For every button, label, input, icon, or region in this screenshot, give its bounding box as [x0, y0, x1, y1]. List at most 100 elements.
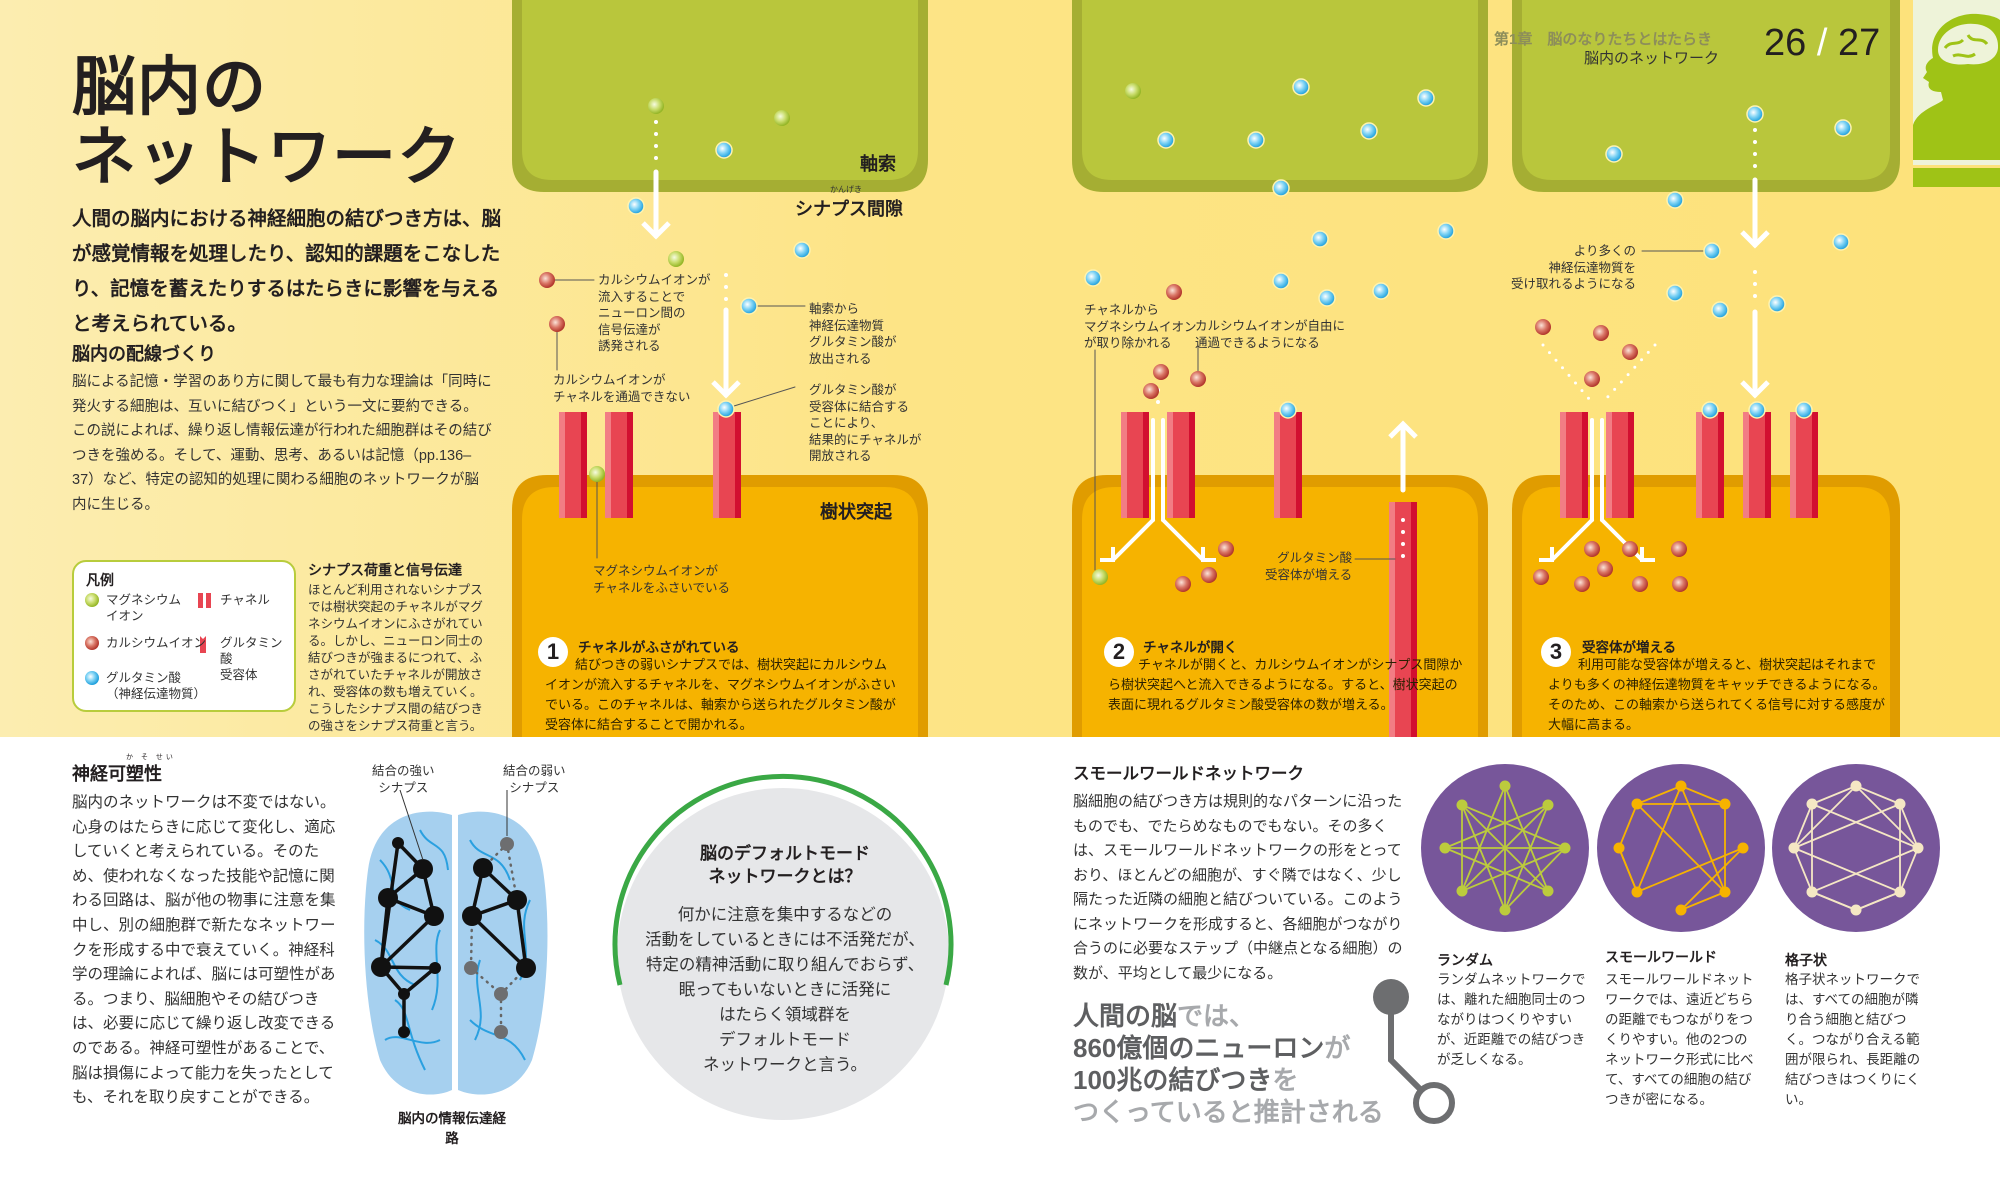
lattice-network-edge	[1855, 785, 1919, 849]
stat-neurons: 860億個のニューロン	[1073, 1033, 1325, 1063]
connector-line	[1388, 1010, 1428, 1097]
page-separator: /	[1816, 22, 1828, 64]
channel-highlight	[1743, 412, 1749, 518]
axon-fill	[522, 0, 918, 180]
arrow-line	[1111, 518, 1155, 562]
strong-synapse-node	[378, 888, 398, 908]
calcium-ion-icon	[1671, 541, 1687, 557]
dmn-title: 脳のデフォルトモード ネットワークとは？	[700, 844, 870, 886]
wiring-body: 脳による記憶・学習のあり方に関して最も有力な理論は「同時に発火する細胞は、互いに…	[72, 374, 492, 513]
glutamate-ion-icon	[1746, 105, 1764, 123]
label-calcium-flow: カルシウムイオンが 流入することで ニューロン間の 信号伝達が 誘発される	[598, 273, 711, 353]
smallworld-heading: スモールワールドネットワーク	[1073, 765, 1304, 783]
smallworld-network-edge	[1636, 785, 1682, 893]
strong-connection	[386, 867, 425, 900]
weak-synapse-node	[516, 958, 536, 978]
leader-line	[733, 386, 796, 407]
calcium-ion-icon	[1597, 561, 1613, 577]
network-lattice-title: 格子状	[1785, 952, 1827, 968]
smallworld-network-edge	[1680, 785, 1726, 893]
channel-icon	[1167, 412, 1195, 518]
strong-connection	[379, 842, 400, 968]
lattice-network-edge	[1811, 891, 1857, 911]
arrow-head	[641, 221, 671, 240]
strong-connection	[471, 898, 518, 918]
smallworld-network-circle	[1597, 764, 1765, 932]
strong-connection	[379, 897, 390, 968]
weak-synapse-label: 結合の弱い シナプス	[503, 764, 566, 795]
arrow-line	[1161, 518, 1205, 562]
calcium-ion-icon	[1143, 383, 1159, 399]
channel-icon	[1560, 412, 1588, 518]
smallworld-network-edge	[1618, 803, 1638, 849]
magnesium-ion-icon	[85, 593, 99, 607]
weak-connection	[469, 914, 474, 970]
page-right: 27	[1837, 22, 1881, 64]
lattice-network-circle	[1772, 764, 1940, 932]
label-glutamate-bind: グルタミン酸が 受容体に結合する ことにより、 結果的にチャネルが 開放される	[809, 383, 922, 463]
lattice-network-edge	[1855, 891, 1901, 911]
step-3-number: 3	[1541, 637, 1571, 667]
random-network-edge	[1504, 785, 1549, 892]
label-magnesium-block: マグネシウムイオンが チャネルをふさいでいる	[593, 564, 731, 595]
calcium-ion-icon	[1535, 319, 1551, 335]
smallworld-network-node	[1613, 842, 1625, 854]
network-smallworld-body: スモールワールドネットワークでは、遠近どちらの距離でもつながりをつくりやすい。他…	[1605, 972, 1754, 1107]
arrow-line	[1550, 518, 1594, 562]
glutamate-receptor-icon	[1790, 412, 1818, 518]
lattice-network-node	[1806, 886, 1818, 898]
glutamate-receptor-icon	[1696, 412, 1724, 518]
lattice-network-node	[1850, 904, 1862, 916]
cleft-ruby: かんげき	[830, 185, 862, 194]
weak-synapse-node	[494, 987, 508, 1001]
channel-body	[713, 412, 741, 518]
lattice-network-node	[1850, 780, 1862, 792]
glutamate-ion-icon	[627, 197, 645, 215]
page-title: 脳内の ネットワーク	[72, 51, 462, 193]
smallworld-network-node	[1675, 904, 1687, 916]
magnesium-ion-icon	[774, 110, 790, 126]
dendrite-fill	[1522, 487, 1890, 737]
plasticity-body: 脳内のネットワークは不変ではない。心身のはたらきに応じて変化し、適応していくと考…	[72, 794, 336, 1107]
axon-fill	[1082, 0, 1478, 180]
glutamate-ion-icon	[1360, 122, 1378, 140]
calcium-ion-icon	[1622, 344, 1638, 360]
channel-shade	[1143, 412, 1149, 518]
channel-shade	[627, 412, 633, 518]
lattice-network-node	[1806, 798, 1818, 810]
page-left: 26	[1764, 22, 1807, 64]
random-network-node	[1499, 780, 1511, 792]
strong-connection	[481, 866, 519, 902]
channel-body	[1274, 412, 1302, 518]
synaptic-weight-body: ほとんど利用されないシナプスでは樹状突起のチャネルがマグネシウムイオンにふさがれ…	[308, 583, 484, 733]
stat-part: 人間の脳	[1073, 1001, 1178, 1031]
channel-shade	[1189, 412, 1195, 518]
magnesium-ion-icon	[589, 466, 605, 482]
weak-synapse-node	[462, 906, 482, 926]
label-magnesium-removed: チャネルから マグネシウムイオン が取り除かれる	[1084, 303, 1197, 350]
synaptic-cleft-label: シナプス間隙	[795, 199, 903, 219]
glutamate-ion-icon	[1834, 119, 1852, 137]
step-2-number: 2	[1104, 637, 1134, 667]
channel-body	[1743, 412, 1771, 518]
label-calcium-free: カルシウムイオンが自由に 通過できるようになる	[1195, 319, 1346, 350]
smallworld-network-edge	[1680, 847, 1744, 911]
label-glutamate-release: 軸索から 神経伝達物質 グルタミン酸が 放出される	[809, 302, 897, 366]
channel-shade	[1628, 412, 1634, 518]
glutamate-ion-icon	[1795, 401, 1813, 419]
random-network-edge	[1461, 804, 1549, 892]
dendrite-label: 樹状突起	[820, 502, 892, 522]
glutamate-receptor-icon	[713, 412, 741, 518]
glutamate-ion-icon	[1605, 145, 1623, 163]
glutamate-ion-icon	[1292, 78, 1310, 96]
strong-synapse-node	[424, 906, 444, 926]
glutamate-ion-icon	[1437, 222, 1455, 240]
glutamate-receptor-icon	[1389, 502, 1417, 737]
network-lattice-body: 格子状ネットワークでは、すべての細胞が隣り合う細胞と結びつく。つながり合える範囲…	[1785, 972, 1921, 1107]
glutamate-ion-icon	[1279, 401, 1297, 419]
brain-vein	[431, 929, 441, 1011]
dots-icon	[1541, 343, 1592, 402]
channel-body	[605, 412, 633, 518]
smallworld-network-edge	[1636, 847, 1744, 893]
synapse-diagrams	[512, 0, 1900, 737]
